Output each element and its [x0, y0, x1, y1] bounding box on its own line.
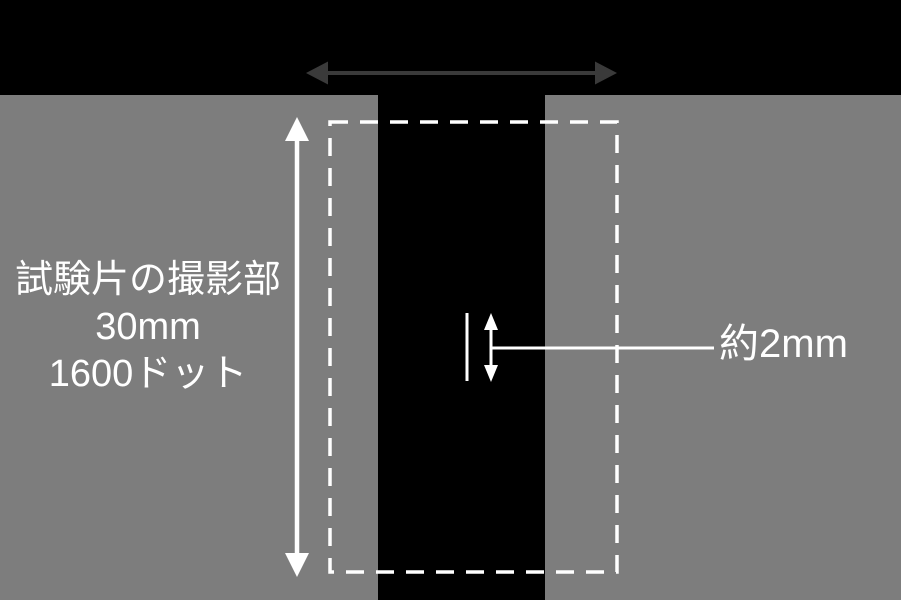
gap-measurement-label: 約2mm	[719, 322, 848, 366]
capture-area-label-line3: 1600ドット	[48, 353, 248, 395]
capture-area-label-line1: 試験片の撮影部	[14, 259, 281, 301]
capture-area-label: 試験片の撮影部 30mm 1600ドット	[0, 257, 296, 398]
capture-height-double-arrow-icon	[285, 117, 309, 577]
capture-area-label-line2: 30mm	[95, 306, 201, 348]
test-piece-strip	[378, 0, 545, 600]
strip-width-double-arrow-icon	[306, 61, 617, 85]
